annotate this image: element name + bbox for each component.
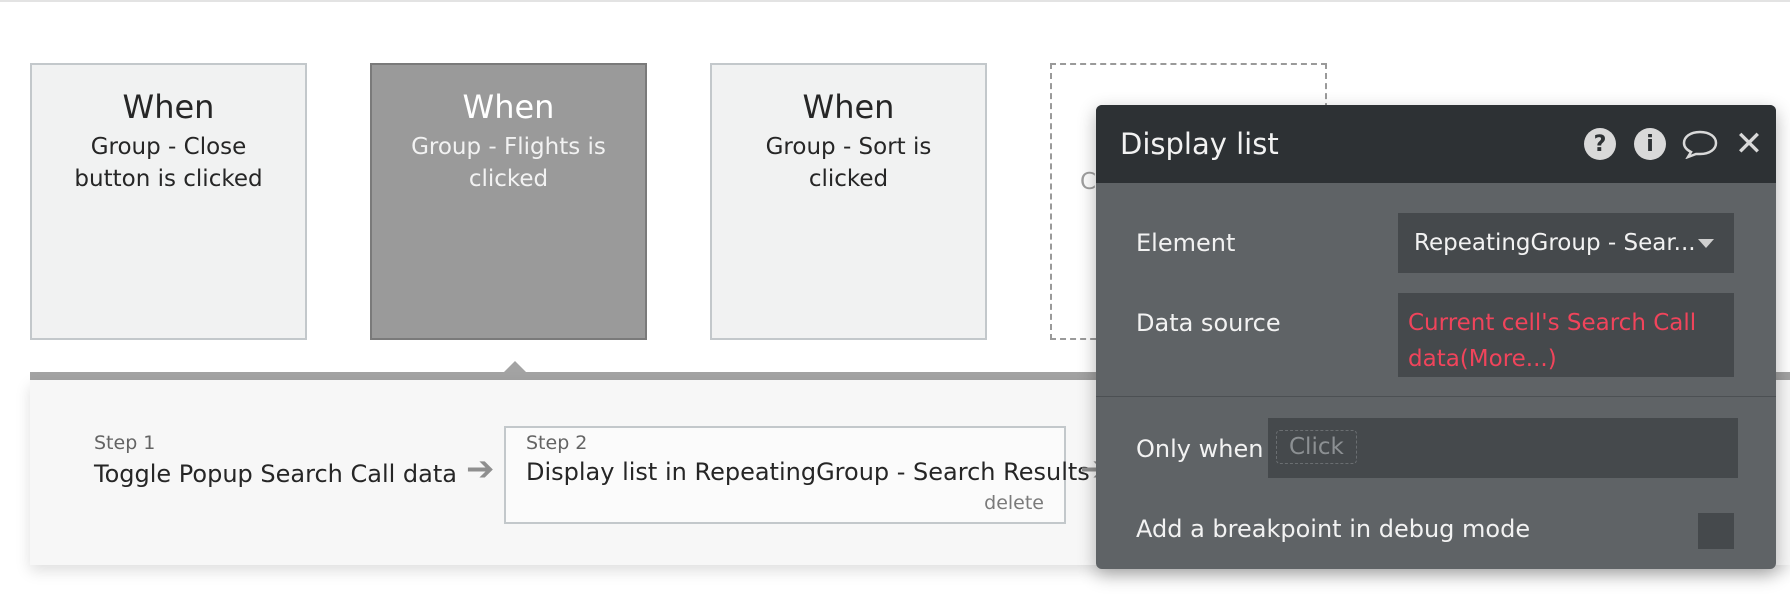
event-description: Group - Flights is clicked bbox=[411, 134, 606, 192]
event-when-label: When bbox=[802, 88, 895, 126]
comment-icon-svg bbox=[1682, 130, 1718, 159]
element-dropdown[interactable]: RepeatingGroup - Sear... bbox=[1398, 213, 1734, 273]
placeholder-event-text: C bbox=[1080, 169, 1097, 195]
only-when-field[interactable]: Click bbox=[1268, 418, 1738, 478]
workflow-step-1[interactable]: Step 1 Toggle Popup Search Call data bbox=[94, 422, 464, 518]
help-icon[interactable]: ? bbox=[1584, 127, 1616, 161]
breakpoint-label: Add a breakpoint in debug mode bbox=[1136, 515, 1531, 543]
element-label: Element bbox=[1136, 229, 1236, 257]
element-dropdown-value: RepeatingGroup - Sear... bbox=[1414, 230, 1696, 256]
step-number: Step 2 bbox=[526, 432, 588, 454]
info-glyph: i bbox=[1634, 128, 1666, 160]
workflow-step-bar bbox=[30, 372, 1790, 380]
selected-event-pointer bbox=[502, 361, 528, 374]
step-title: Display list in RepeatingGroup - Search … bbox=[526, 458, 1090, 486]
info-icon[interactable]: i bbox=[1634, 127, 1666, 161]
breakpoint-checkbox[interactable] bbox=[1698, 513, 1734, 549]
event-description: Group - Close button is clicked bbox=[74, 134, 263, 192]
data-source-expression[interactable]: Current cell's Search Call data(More...) bbox=[1398, 293, 1734, 377]
close-icon[interactable]: ✕ bbox=[1732, 127, 1766, 161]
top-divider bbox=[0, 0, 1790, 2]
delete-step-link[interactable]: delete bbox=[984, 492, 1044, 514]
comment-icon[interactable] bbox=[1682, 127, 1718, 161]
panel-divider bbox=[1096, 396, 1776, 397]
chevron-down-icon bbox=[1698, 239, 1714, 248]
step-title: Toggle Popup Search Call data bbox=[94, 460, 457, 488]
event-card-sort[interactable]: When Group - Sort is clicked bbox=[710, 63, 987, 340]
workflow-step-2[interactable]: Step 2 Display list in RepeatingGroup - … bbox=[504, 426, 1090, 524]
event-when-label: When bbox=[462, 88, 555, 126]
display-list-action-panel: Display list ? i ✕ Element RepeatingGrou… bbox=[1096, 105, 1776, 569]
panel-title: Display list bbox=[1120, 127, 1279, 161]
only-when-label: Only when bbox=[1136, 435, 1264, 463]
arrow-right-icon: ➔ bbox=[466, 449, 495, 489]
event-card-flights[interactable]: When Group - Flights is clicked bbox=[370, 63, 647, 340]
help-glyph: ? bbox=[1584, 128, 1616, 160]
event-card-close-button[interactable]: When Group - Close button is clicked bbox=[30, 63, 307, 340]
step-number: Step 1 bbox=[94, 432, 156, 454]
event-when-label: When bbox=[122, 88, 215, 126]
close-glyph: ✕ bbox=[1734, 124, 1764, 164]
data-source-label: Data source bbox=[1136, 309, 1281, 337]
only-when-placeholder[interactable]: Click bbox=[1276, 430, 1357, 464]
panel-header: Display list ? i ✕ bbox=[1096, 105, 1776, 183]
event-description: Group - Sort is clicked bbox=[765, 134, 932, 192]
